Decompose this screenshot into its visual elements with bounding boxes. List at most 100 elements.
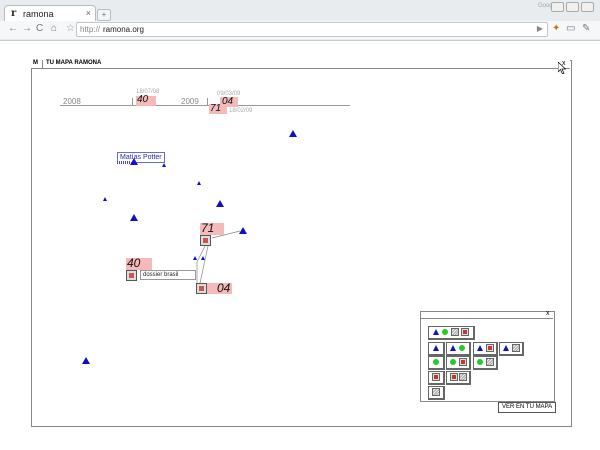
hatched-square-icon (432, 388, 440, 396)
circle-icon (477, 359, 483, 365)
triangle-icon (433, 345, 439, 351)
filter-combo-button[interactable] (473, 356, 498, 370)
node-square-icon (450, 373, 458, 381)
map-number: 71 (201, 221, 215, 235)
triangle-icon (450, 345, 456, 351)
reload-icon[interactable]: C (36, 23, 44, 34)
url-scheme: http:// (80, 25, 101, 34)
timeline-date: 09/03/09 (217, 91, 241, 97)
triangle-marker[interactable] (130, 158, 138, 165)
triangle-marker[interactable] (103, 197, 107, 201)
window-controls (549, 2, 594, 14)
triangle-marker[interactable] (193, 256, 197, 260)
timeline-date: 18/07/08 (136, 89, 160, 95)
tab-close-icon[interactable]: × (85, 8, 91, 18)
wrench-icon[interactable]: ✎ (582, 23, 591, 34)
map-node[interactable] (200, 235, 211, 246)
timeline-tick (132, 98, 133, 106)
filter-box-title-bar (420, 311, 553, 319)
title-separator (42, 60, 43, 68)
triangle-marker[interactable] (130, 214, 138, 221)
favicon-icon: r (11, 8, 17, 19)
panel-close-button[interactable]: x (562, 60, 566, 67)
node-square-icon (432, 373, 440, 381)
year-label-2008: 2008 (63, 97, 81, 106)
filter-combo-button[interactable] (446, 371, 471, 385)
triangle-marker[interactable] (162, 163, 166, 167)
filter-combo-button[interactable] (499, 342, 524, 356)
map-number: 04 (217, 281, 231, 295)
triangle-marker[interactable] (82, 357, 90, 364)
panel-title: TU MAPA RAMONA (46, 60, 102, 66)
window-close-icon[interactable] (581, 2, 594, 12)
node-square-icon (486, 344, 494, 352)
timeline-number: 40 (137, 94, 149, 105)
address-bar[interactable]: ☆ http:// ramona.org ▶ (66, 22, 548, 37)
person-label-strip (117, 161, 131, 164)
circle-icon (442, 329, 448, 335)
minimize-icon[interactable] (551, 2, 564, 12)
triangle-icon (503, 345, 509, 351)
map-number: 40 (127, 256, 141, 270)
new-tab-button[interactable]: + (97, 9, 111, 21)
filter-combo-button[interactable] (428, 386, 445, 400)
browser-tab[interactable]: r ramona × (4, 5, 96, 22)
map-node[interactable] (126, 270, 137, 281)
circle-icon (450, 359, 456, 365)
timeline-marker[interactable] (136, 96, 156, 106)
triangle-marker[interactable] (201, 256, 205, 260)
forward-icon[interactable]: → (22, 23, 32, 34)
triangle-marker[interactable] (216, 200, 224, 207)
triangle-marker[interactable] (239, 227, 247, 234)
url-host: ramona.org (103, 25, 144, 34)
back-icon[interactable]: ← (8, 23, 18, 34)
bookmark-star-icon[interactable]: ☆ (66, 23, 75, 34)
timeline-number: 71 (210, 103, 222, 114)
timeline-tick (207, 98, 208, 106)
hatched-square-icon (451, 328, 459, 336)
timeline-marker[interactable] (220, 97, 238, 107)
map-marker-box[interactable] (126, 258, 152, 270)
triangle-marker[interactable] (197, 181, 201, 185)
triangle-icon (433, 329, 439, 335)
go-icon[interactable]: ▶ (536, 24, 543, 33)
map-marker-box[interactable] (200, 223, 224, 235)
filter-close-button[interactable]: x (546, 310, 550, 317)
hatched-square-icon (486, 358, 494, 366)
filter-combo-button[interactable] (446, 342, 471, 356)
timeline-axis (60, 105, 350, 106)
circle-icon (433, 359, 439, 365)
filter-combo-button[interactable] (428, 326, 475, 340)
filter-combo-button[interactable] (446, 356, 471, 370)
top-right-label: Google (538, 3, 558, 9)
triangle-marker[interactable] (289, 130, 297, 137)
mouse-cursor-icon (558, 62, 566, 74)
person-label[interactable]: Matías Potter (117, 152, 165, 163)
timeline-marker[interactable] (209, 104, 227, 114)
filter-combo-button[interactable] (428, 371, 445, 385)
triangle-icon (477, 345, 483, 351)
extension-icon[interactable]: ✦ (552, 23, 561, 34)
hatched-square-icon (512, 344, 520, 352)
map-node[interactable] (196, 283, 207, 294)
timeline-date: 18/02/09 (229, 108, 253, 114)
dossier-label[interactable]: dossier brasil (140, 270, 196, 280)
year-label-2009: 2009 (181, 97, 199, 106)
timeline-number: 04 (222, 96, 234, 107)
ver-en-tu-mapa-button[interactable]: VER EN TU MAPA (498, 402, 557, 413)
hatched-square-icon (459, 373, 467, 381)
home-icon[interactable]: ⌂ (51, 23, 58, 34)
maximize-icon[interactable] (566, 2, 579, 12)
panel-title-bar: M TU MAPA RAMONA (31, 60, 570, 69)
map-marker-box[interactable] (206, 283, 232, 294)
filter-combo-button[interactable] (428, 356, 445, 370)
circle-icon (459, 345, 465, 351)
panel-m-label[interactable]: M (33, 60, 38, 66)
tab-title: ramona (23, 9, 54, 19)
node-square-icon (459, 358, 467, 366)
filter-combo-button[interactable] (428, 342, 445, 356)
filter-combo-button[interactable] (473, 342, 498, 356)
node-square-icon (461, 328, 469, 336)
page-menu-icon[interactable]: ▭ (566, 23, 576, 34)
